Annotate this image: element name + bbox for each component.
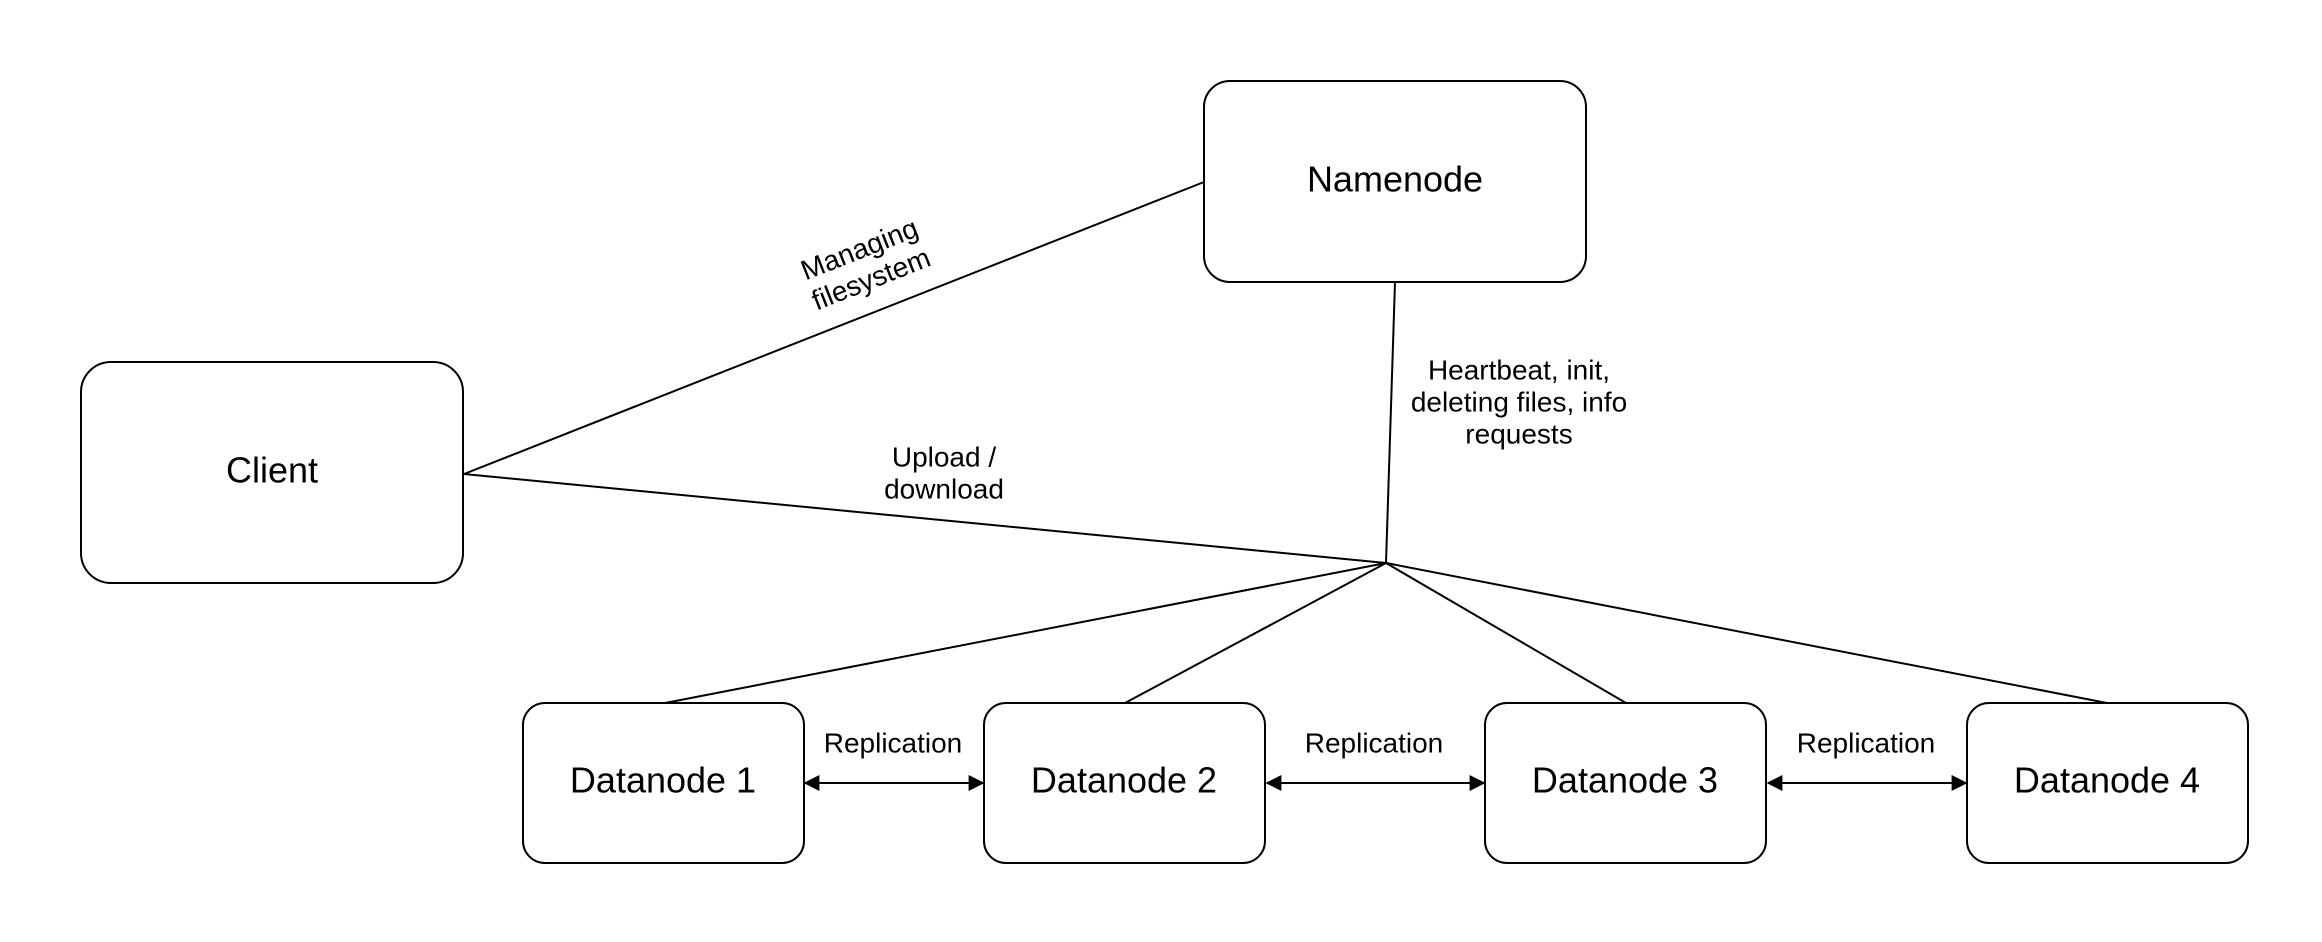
client-label: Client xyxy=(226,450,318,491)
upload-download-label: Upload / download xyxy=(884,441,1004,504)
hub-datanode1-line xyxy=(664,562,1387,704)
managing-filesystem-label: Managing filesystem xyxy=(796,212,934,316)
namenode-label: Namenode xyxy=(1307,159,1483,200)
datanode-4-node[interactable]: Datanode 4 xyxy=(1966,702,2249,864)
client-node[interactable]: Client xyxy=(80,361,464,584)
heartbeat-label: Heartbeat, init, deleting files, info re… xyxy=(1411,354,1627,449)
namenode-node[interactable]: Namenode xyxy=(1203,80,1587,283)
datanode-1-label: Datanode 1 xyxy=(570,760,756,801)
datanode-2-node[interactable]: Datanode 2 xyxy=(983,702,1266,864)
heartbeat-label-line3: requests xyxy=(1465,418,1572,449)
datanode-1-node[interactable]: Datanode 1 xyxy=(522,702,805,864)
upload-label-line1: Upload / xyxy=(892,441,997,472)
datanode-2-label: Datanode 2 xyxy=(1031,760,1217,801)
hub-datanode2-line xyxy=(1124,562,1387,704)
datanode-4-label: Datanode 4 xyxy=(2014,760,2200,801)
hub-datanode3-line xyxy=(1385,562,1627,704)
replication-label-1-2: Replication xyxy=(824,727,963,758)
replication-label-2-3: Replication xyxy=(1305,727,1444,758)
replication-label-3-4: Replication xyxy=(1797,727,1936,758)
datanode-3-label: Datanode 3 xyxy=(1532,760,1718,801)
upload-label-line2: download xyxy=(884,473,1004,504)
namenode-hub-line xyxy=(1385,281,1396,564)
heartbeat-label-line1: Heartbeat, init, xyxy=(1428,354,1610,385)
client-namenode-line xyxy=(463,181,1205,475)
datanode-3-node[interactable]: Datanode 3 xyxy=(1484,702,1767,864)
hub-datanode4-line xyxy=(1385,562,2108,704)
client-hub-line xyxy=(463,473,1387,564)
heartbeat-label-line2: deleting files, info xyxy=(1411,386,1627,417)
